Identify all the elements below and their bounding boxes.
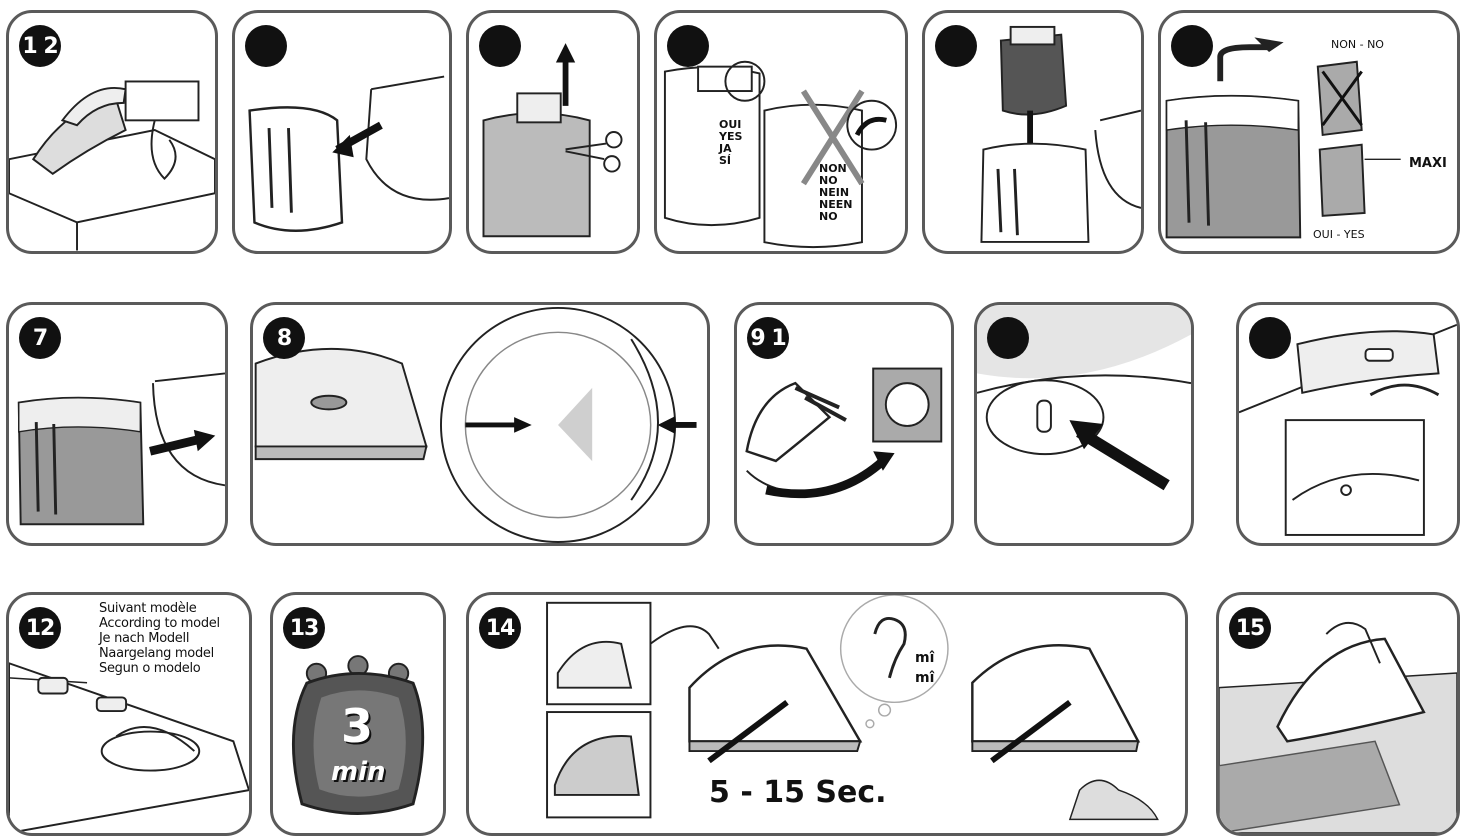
no-words: NON NO NEIN NEEN NO (819, 163, 852, 223)
step-badge-14: 14 (479, 607, 521, 649)
timer-unit: min (331, 757, 386, 787)
step-badge-10 (987, 317, 1029, 359)
no-word-non: NON (819, 162, 847, 175)
note-german: Je nach Modell (99, 631, 190, 646)
step-badge-9: 9 1 (747, 317, 789, 359)
step-badge-1: 1 2 (19, 25, 61, 67)
step-panel-1: 1 2 (6, 10, 218, 254)
step-panel-4: OUI YES JA SÍ NON NO NEIN NEEN NO (654, 10, 908, 254)
step-panel-8: 8 (250, 302, 710, 546)
temperature-dial-illustration (254, 306, 697, 543)
step-badge-15: 15 (1229, 607, 1271, 649)
yes-word-yes: YES (719, 130, 743, 143)
replace-water-tank-illustration (17, 372, 225, 526)
step-panel-15: 15 (1216, 592, 1460, 836)
step-badge-11 (1249, 317, 1291, 359)
no-word-neen: NEEN (819, 198, 853, 211)
fill-tank-at-tap-illustration (1165, 37, 1401, 239)
sound-label-2: mî (915, 670, 935, 686)
no-word-nein: NEIN (819, 186, 850, 199)
step-panel-12: 12 Suivant modèle According to model Je … (6, 592, 252, 836)
sound-label-1: mî (915, 650, 935, 666)
steam-dial-illustration (9, 662, 249, 833)
plug-into-socket-illustration (745, 367, 943, 499)
step-badge-2 (245, 25, 287, 67)
oui-yes-label: OUI - YES (1313, 228, 1365, 241)
step-badge-5 (935, 25, 977, 67)
note-dutch: Naargelang model (99, 646, 214, 661)
step-panel-10 (974, 302, 1194, 546)
step-panel-5 (922, 10, 1144, 254)
step-badge-13: 13 (283, 607, 325, 649)
cartridge-right-vs-wrong-illustration (663, 60, 898, 249)
timer-illustration (291, 655, 425, 815)
note-spanish: Segun o modelo (99, 661, 201, 676)
duration-label: 5 - 15 Sec. (709, 775, 887, 810)
press-power-switch-illustration (977, 305, 1191, 491)
yes-word-ja: JA (719, 142, 732, 155)
maxi-label: MAXI (1409, 156, 1447, 171)
step-panel-3 (466, 10, 640, 254)
step-badge-4 (667, 25, 709, 67)
step-panel-7: 7 (6, 302, 228, 546)
step-badge-3 (479, 25, 521, 67)
steam-release-illustration (546, 595, 1159, 821)
ironing-garment-illustration (1219, 621, 1457, 833)
indicator-light-illustration (1239, 323, 1457, 536)
yes-words: OUI YES JA SÍ (719, 119, 742, 167)
insert-cartridge-illustration (980, 25, 1141, 243)
step-badge-12: 12 (19, 607, 61, 649)
step-panel-6: NON - NO MAXI OUI - YES (1158, 10, 1460, 254)
step-panel-2 (232, 10, 452, 254)
step-panel-13: 13 3 min (270, 592, 446, 836)
yes-word-oui: OUI (719, 118, 742, 131)
step-badge-6 (1171, 25, 1213, 67)
step-panel-11 (1236, 302, 1460, 546)
no-word-no-2: NO (819, 210, 838, 223)
step-badge-7: 7 (19, 317, 61, 359)
no-word-no: NO (819, 174, 838, 187)
cut-cartridge-bag-illustration (482, 43, 623, 238)
iron-station-on-table-illustration (9, 80, 215, 251)
note-english: According to model (99, 616, 220, 631)
yes-word-si: SÍ (719, 154, 732, 167)
note-french: Suivant modèle (99, 601, 197, 616)
step-badge-8: 8 (263, 317, 305, 359)
remove-water-tank-illustration (248, 75, 449, 232)
timer-value: 3 (341, 699, 374, 753)
step-panel-14: 14 mî mî 5 - 15 Sec. (466, 592, 1188, 836)
step-panel-9: 9 1 (734, 302, 954, 546)
non-no-label: NON - NO (1331, 38, 1384, 51)
model-dependent-notes: Suivant modèle According to model Je nac… (99, 601, 220, 676)
